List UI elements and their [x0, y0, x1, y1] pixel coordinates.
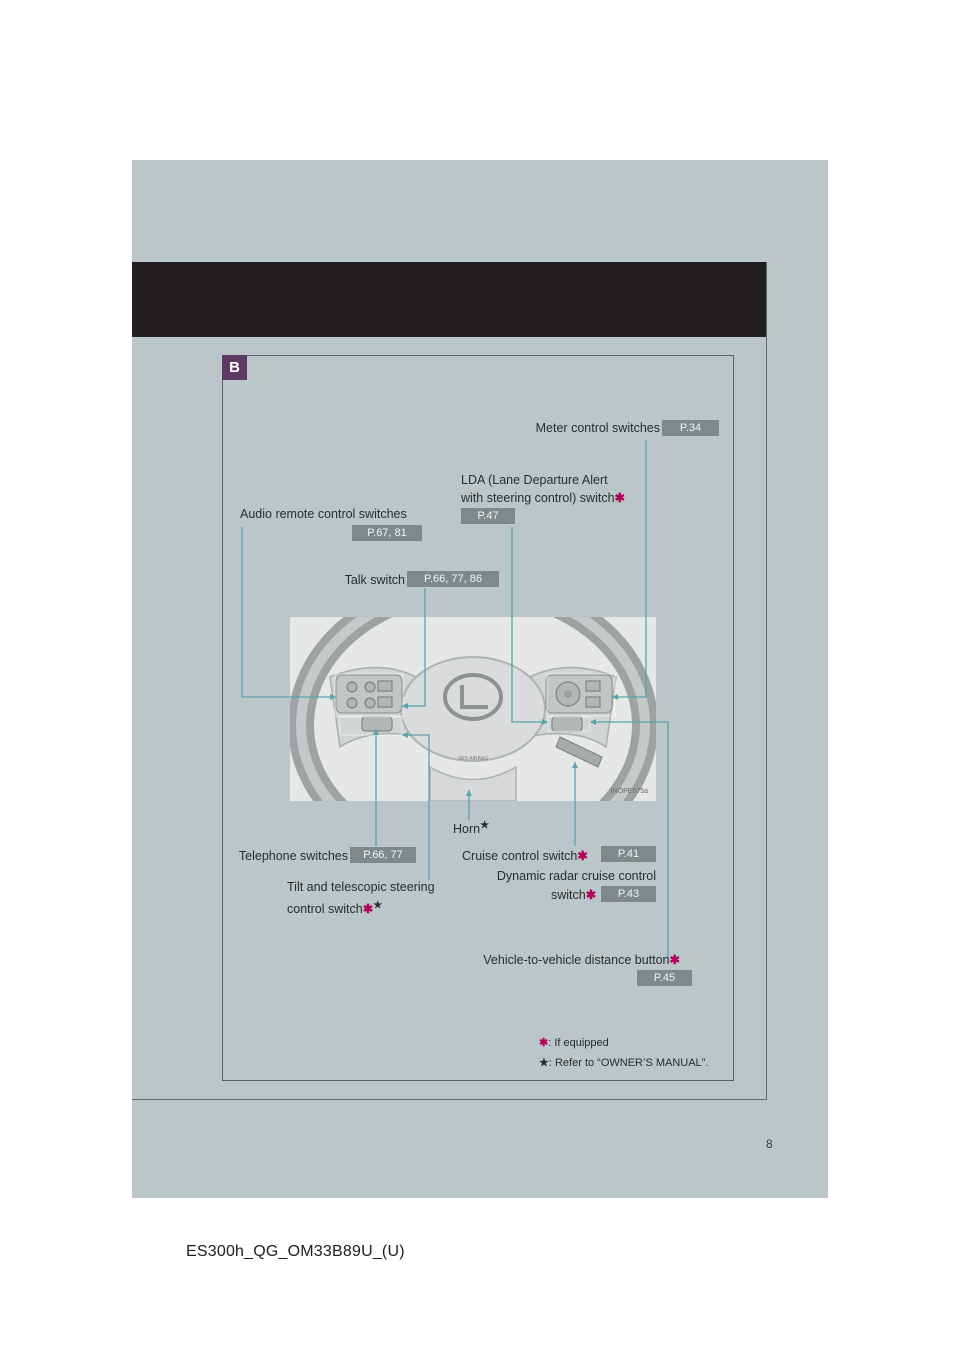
if-equipped-mark: ✱ [669, 953, 680, 967]
distance-button-label-text: Vehicle-to-vehicle distance button [483, 953, 670, 967]
leader-meter [612, 440, 647, 698]
telephone-switches-label: Telephone switches [238, 849, 348, 863]
lda-label-line2-text: with steering control) switch [461, 491, 615, 505]
drcc-page-ref[interactable]: P.43 [601, 886, 656, 902]
document-code: ES300h_QG_OM33B89U_(U) [186, 1243, 405, 1260]
if-equipped-mark: ✱ [577, 849, 588, 863]
drcc-label-line1: Dynamic radar cruise control [496, 869, 656, 883]
page-number: 8 [766, 1137, 773, 1151]
lda-label-line2: with steering control) switch✱ [461, 490, 625, 506]
distance-button-label: Vehicle-to-vehicle distance button✱ [440, 952, 680, 968]
footnote-owners-manual-text: : Refer to “OWNER’S MANUAL”. [548, 1057, 709, 1069]
meter-control-label: Meter control switches [535, 421, 660, 435]
audio-remote-label: Audio remote control switches [240, 507, 407, 521]
leader-audio [241, 527, 336, 698]
svg-text:SRS AIRBAG: SRS AIRBAG [458, 756, 488, 762]
footnote-if-equipped-text: : If equipped [548, 1037, 609, 1049]
cruise-control-page-ref[interactable]: P.41 [601, 846, 656, 862]
horn-label: Horn★ [453, 818, 489, 837]
owners-manual-mark: ★ [373, 900, 383, 911]
drcc-label-line2: switch✱ [551, 887, 596, 903]
audio-remote-page-ref[interactable]: P.67, 81 [352, 525, 422, 541]
talk-switch-label: Talk switch [344, 573, 405, 587]
footnote-if-equipped: ✱: If equipped [539, 1036, 609, 1050]
lda-label-line1: LDA (Lane Departure Alert [461, 473, 608, 487]
leader-talk [402, 588, 426, 707]
leader-tilt [402, 734, 430, 880]
talk-switch-page-ref[interactable]: P.66, 77, 86 [407, 571, 499, 587]
steering-wheel-illustration: SRS AIRBAG [290, 617, 656, 801]
tilt-telescopic-label-line2: control switch✱★ [287, 898, 382, 917]
horn-label-text: Horn [453, 822, 481, 837]
owners-manual-mark: ★ [539, 1057, 549, 1069]
cruise-control-label: Cruise control switch✱ [462, 848, 588, 864]
frame-divider-vertical [766, 262, 767, 1100]
distance-button-page-ref[interactable]: P.45 [637, 970, 692, 986]
header-bar [132, 262, 766, 337]
section-badge: B [222, 355, 247, 380]
meter-control-page-ref[interactable]: P.34 [662, 420, 719, 436]
frame-divider-horizontal [132, 1099, 767, 1100]
leader-lda [511, 527, 548, 723]
telephone-switches-page-ref[interactable]: P.66, 77 [350, 847, 416, 863]
footnote-owners-manual: ★: Refer to “OWNER’S MANUAL”. [539, 1056, 708, 1070]
if-equipped-mark: ✱ [362, 902, 374, 917]
cruise-control-label-text: Cruise control switch [462, 849, 578, 863]
photo-code: INOPE075a [610, 788, 648, 795]
if-equipped-mark: ✱ [585, 888, 597, 902]
drcc-label-line2-text: switch [551, 888, 586, 902]
diagram-frame [222, 355, 734, 1081]
if-equipped-mark: ✱ [539, 1037, 549, 1049]
lda-page-ref[interactable]: P.47 [461, 508, 515, 524]
tilt-telescopic-label-line2-text: control switch [287, 902, 363, 917]
owners-manual-mark: ★ [480, 820, 490, 831]
tilt-telescopic-label-line1: Tilt and telescopic steering [287, 880, 435, 894]
if-equipped-mark: ✱ [614, 491, 626, 505]
leader-distance [590, 721, 669, 962]
steering-wheel-photo: SRS AIRBAG INOPE075a [290, 617, 656, 801]
